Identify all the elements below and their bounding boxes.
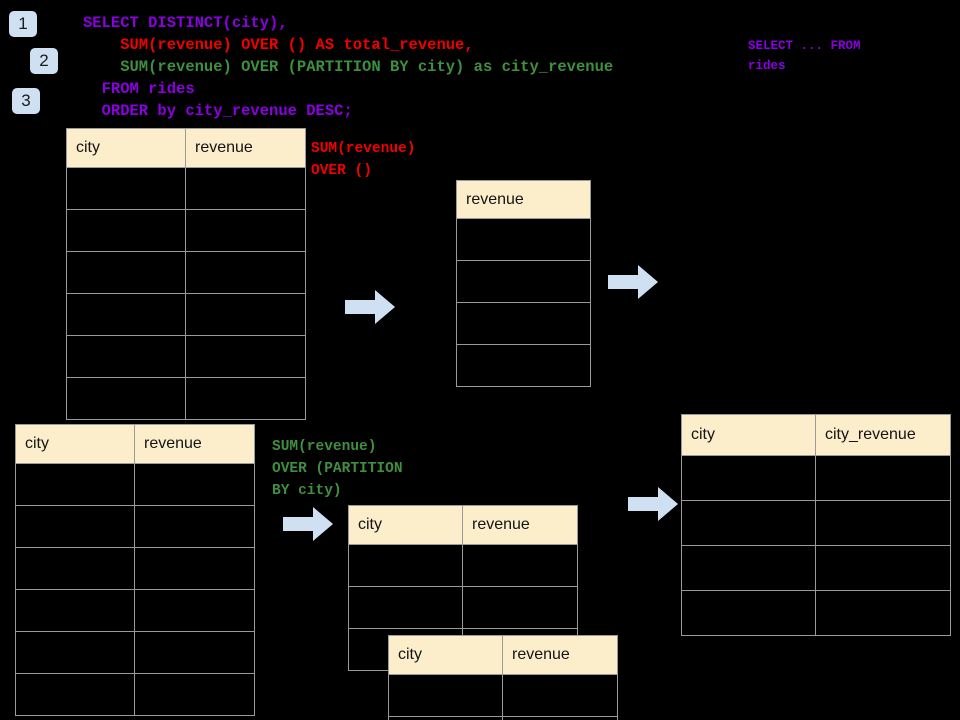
table-row: [348, 544, 578, 587]
column-header-revenue: revenue: [502, 635, 618, 675]
table-row: [15, 631, 255, 674]
column-header-city: city: [348, 505, 463, 545]
side-note-select-from-rides: SELECT ... FROM rides: [748, 39, 861, 73]
partition-group-table-front: city revenue: [388, 635, 618, 720]
table-header-row: city revenue: [388, 635, 618, 675]
table-row: [15, 547, 255, 590]
sql-line-total-revenue: SUM(revenue) OVER () AS total_revenue,: [83, 36, 474, 54]
table-row: [456, 344, 591, 387]
table-row: [66, 251, 306, 294]
table-header-row: city city_revenue: [681, 414, 951, 456]
column-header-city-revenue: city_revenue: [815, 414, 951, 456]
rides-source-table-bottom: city revenue: [15, 424, 255, 716]
table-row: [681, 545, 951, 591]
column-header-city: city: [388, 635, 503, 675]
table-row: [66, 377, 306, 420]
table-header-row: city revenue: [66, 128, 306, 168]
table-row: [66, 335, 306, 378]
table-row: [66, 167, 306, 210]
table-row: [15, 673, 255, 716]
table-header-row: revenue: [456, 180, 591, 219]
total-revenue-table: revenue: [456, 180, 591, 387]
rides-source-table-top: city revenue: [66, 128, 306, 420]
sql-line-from-rides: FROM rides: [83, 80, 195, 98]
table-row: [15, 505, 255, 548]
table-header-row: city revenue: [15, 424, 255, 464]
arrow-partition-to-result: [628, 487, 678, 521]
column-header-city: city: [66, 128, 186, 168]
table-row: [15, 463, 255, 506]
step-badge-2: 2: [30, 48, 58, 74]
sql-line-select-distinct: SELECT DISTINCT(city),: [83, 14, 288, 32]
table-row: [388, 716, 618, 720]
column-header-revenue: revenue: [456, 180, 591, 219]
table-row: [388, 674, 618, 717]
annotation-sum-over-empty: SUM(revenue) OVER (): [311, 141, 416, 179]
table-row: [456, 302, 591, 345]
step-badge-3: 3: [12, 88, 40, 114]
table-row: [348, 586, 578, 629]
table-row: [456, 260, 591, 303]
table-row: [681, 455, 951, 501]
sql-line-order-by: ORDER by city_revenue DESC;: [83, 102, 353, 120]
table-row: [66, 209, 306, 252]
column-header-revenue: revenue: [462, 505, 578, 545]
table-row: [15, 589, 255, 632]
arrow-rides-to-total-revenue: [345, 290, 395, 324]
column-header-revenue: revenue: [134, 424, 255, 464]
table-header-row: city revenue: [348, 505, 578, 545]
arrow-rides-to-partition: [283, 507, 333, 541]
table-row: [681, 500, 951, 546]
annotation-sum-over-partition: SUM(revenue) OVER (PARTITION BY city): [272, 439, 403, 499]
sql-line-city-revenue: SUM(revenue) OVER (PARTITION BY city) as…: [83, 58, 614, 76]
result-table: city city_revenue: [681, 414, 951, 636]
arrow-total-revenue-to-result: [608, 265, 658, 299]
step-badge-1: 1: [9, 11, 37, 37]
table-row: [456, 218, 591, 261]
column-header-revenue: revenue: [185, 128, 306, 168]
column-header-city: city: [681, 414, 816, 456]
table-row: [681, 590, 951, 636]
table-row: [66, 293, 306, 336]
column-header-city: city: [15, 424, 135, 464]
